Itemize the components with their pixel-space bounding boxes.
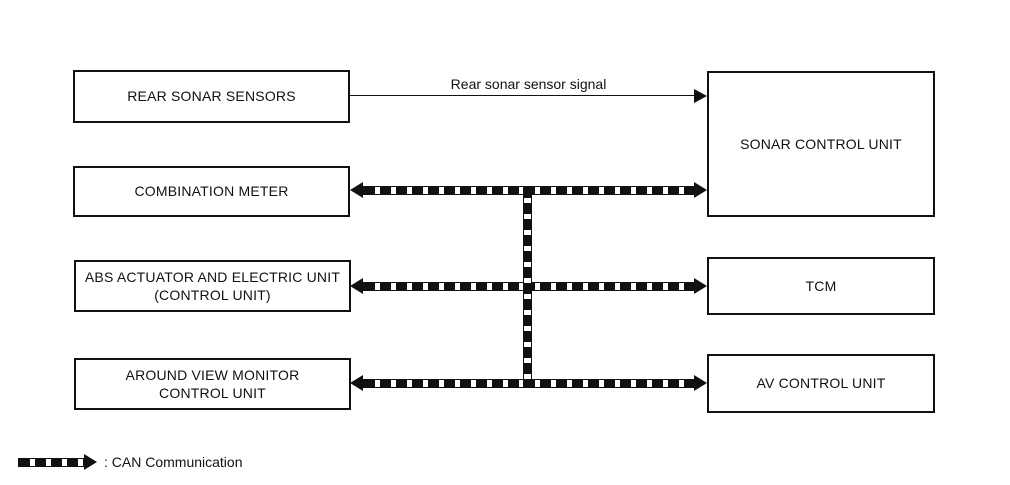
box-rear-sonar-sensors: REAR SONAR SENSORS — [73, 70, 350, 123]
arrowhead-left-icon — [350, 278, 363, 294]
legend: : CAN Communication — [18, 453, 243, 471]
box-sonar-control-unit: SONAR CONTROL UNIT — [707, 71, 935, 217]
box-av-control-unit: AV CONTROL UNIT — [707, 354, 935, 413]
legend-arrowhead-icon — [84, 454, 97, 470]
arrowhead-right-icon — [694, 278, 707, 294]
legend-can-dashed-bar — [18, 457, 84, 467]
signal-arrow-label: Rear sonar sensor signal — [450, 76, 607, 92]
can-bus-vertical-connector — [523, 186, 532, 388]
arrowhead-right-icon — [694, 375, 707, 391]
signal-arrowhead-icon — [694, 89, 707, 103]
box-around-view-monitor-control-unit: AROUND VIEW MONITOR CONTROL UNIT — [74, 358, 351, 410]
signal-arrow-line — [350, 95, 695, 96]
legend-label: : CAN Communication — [104, 454, 243, 470]
box-abs-actuator-electric-unit: ABS ACTUATOR AND ELECTRIC UNIT (CONTROL … — [74, 260, 351, 312]
box-tcm: TCM — [707, 257, 935, 315]
arrowhead-left-icon — [350, 182, 363, 198]
box-combination-meter: COMBINATION METER — [73, 166, 350, 217]
arrowhead-right-icon — [694, 182, 707, 198]
arrowhead-left-icon — [350, 375, 363, 391]
